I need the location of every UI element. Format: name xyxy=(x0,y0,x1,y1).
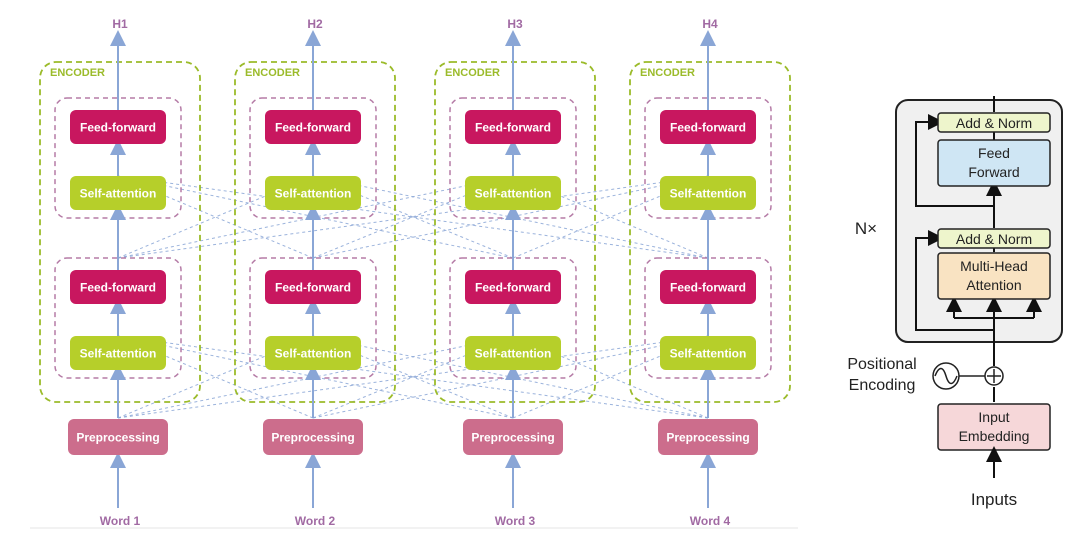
preprocessing-block xyxy=(68,419,168,455)
encoder-column-4: H4ENCODERFeed-forwardSelf-attentionFeed-… xyxy=(629,17,791,528)
self-attention-block xyxy=(660,176,756,210)
encoder-label: ENCODER xyxy=(445,67,500,79)
preprocessing-block-label: Preprocessing xyxy=(471,431,554,445)
encoder-box xyxy=(434,61,596,403)
add-norm-bottom-label: Add & Norm xyxy=(956,231,1032,247)
self-attention-block-label: Self-attention xyxy=(275,187,352,201)
encoder-box xyxy=(234,61,396,403)
encoder-label: ENCODER xyxy=(50,67,105,79)
output-label: H2 xyxy=(307,17,323,31)
multi-head-attention-block xyxy=(937,252,1051,300)
feed-forward-block xyxy=(265,110,361,144)
output-label: H3 xyxy=(507,17,523,31)
input-word-label: Word 1 xyxy=(100,514,141,528)
feed-forward-block-label: Feed-forward xyxy=(80,121,156,135)
encoder-label: ENCODER xyxy=(640,67,695,79)
feed-forward-block xyxy=(660,270,756,304)
feed-forward-block xyxy=(465,110,561,144)
feed-forward-label-line2: Forward xyxy=(968,164,1019,180)
repeat-count-label: N× xyxy=(855,219,877,238)
feed-forward-block xyxy=(265,270,361,304)
feed-forward-label-line1: Feed xyxy=(978,145,1010,161)
self-attention-block xyxy=(70,176,166,210)
feed-forward-block xyxy=(937,139,1051,187)
positional-encoding-label-line1: Positional xyxy=(847,356,916,373)
self-attention-block xyxy=(265,336,361,370)
preprocessing-block xyxy=(658,419,758,455)
input-word-label: Word 2 xyxy=(295,514,336,528)
encoder-column-3: H3ENCODERFeed-forwardSelf-attentionFeed-… xyxy=(434,17,596,528)
self-attention-block xyxy=(465,336,561,370)
self-attention-block-label: Self-attention xyxy=(80,347,157,361)
attention-cross-connections xyxy=(117,175,709,419)
add-norm-top xyxy=(937,112,1051,133)
mha-label-line1: Multi-Head xyxy=(960,258,1028,274)
self-attention-block-label: Self-attention xyxy=(670,187,747,201)
output-label: H1 xyxy=(112,17,128,31)
output-label: H4 xyxy=(702,17,718,31)
encoder-stack-diagram: H1ENCODERFeed-forwardSelf-attentionFeed-… xyxy=(30,17,798,529)
encoder-column-1: H1ENCODERFeed-forwardSelf-attentionFeed-… xyxy=(39,17,201,528)
preprocessing-block-label: Preprocessing xyxy=(76,431,159,445)
preprocessing-block xyxy=(463,419,563,455)
preprocessing-block xyxy=(263,419,363,455)
feed-forward-block xyxy=(465,270,561,304)
feed-forward-block xyxy=(660,110,756,144)
input-word-label: Word 3 xyxy=(495,514,536,528)
feed-forward-block-label: Feed-forward xyxy=(670,121,746,135)
feed-forward-block-label: Feed-forward xyxy=(475,121,551,135)
feed-forward-block-label: Feed-forward xyxy=(670,281,746,295)
self-attention-block-label: Self-attention xyxy=(275,347,352,361)
feed-forward-block xyxy=(70,110,166,144)
transformer-encoder-block: N× Add & Norm Feed Forward Add & Norm Mu… xyxy=(847,96,1063,509)
self-attention-block-label: Self-attention xyxy=(475,187,552,201)
feed-forward-block xyxy=(70,270,166,304)
input-embedding-label-line2: Embedding xyxy=(959,428,1030,444)
feed-forward-block-label: Feed-forward xyxy=(275,121,351,135)
encoder-label: ENCODER xyxy=(245,67,300,79)
self-attention-block-label: Self-attention xyxy=(475,347,552,361)
encoder-box xyxy=(39,61,201,403)
add-norm-top-label: Add & Norm xyxy=(956,115,1032,131)
preprocessing-block-label: Preprocessing xyxy=(666,431,749,445)
input-word-label: Word 4 xyxy=(690,514,731,528)
preprocessing-block-label: Preprocessing xyxy=(271,431,354,445)
encoder-box xyxy=(629,61,791,403)
self-attention-block-label: Self-attention xyxy=(670,347,747,361)
add-norm-bottom xyxy=(937,228,1051,249)
encoder-layer-box xyxy=(895,99,1063,343)
self-attention-block xyxy=(70,336,166,370)
encoder-column-2: H2ENCODERFeed-forwardSelf-attentionFeed-… xyxy=(234,17,396,528)
feed-forward-block-label: Feed-forward xyxy=(275,281,351,295)
inputs-label: Inputs xyxy=(971,490,1017,509)
self-attention-block-label: Self-attention xyxy=(80,187,157,201)
self-attention-block xyxy=(465,176,561,210)
mha-label-line2: Attention xyxy=(966,277,1021,293)
self-attention-block xyxy=(660,336,756,370)
self-attention-block xyxy=(265,176,361,210)
feed-forward-block-label: Feed-forward xyxy=(475,281,551,295)
positional-encoding-label-line2: Encoding xyxy=(849,377,916,394)
feed-forward-block-label: Feed-forward xyxy=(80,281,156,295)
input-embedding-label-line1: Input xyxy=(978,409,1009,425)
